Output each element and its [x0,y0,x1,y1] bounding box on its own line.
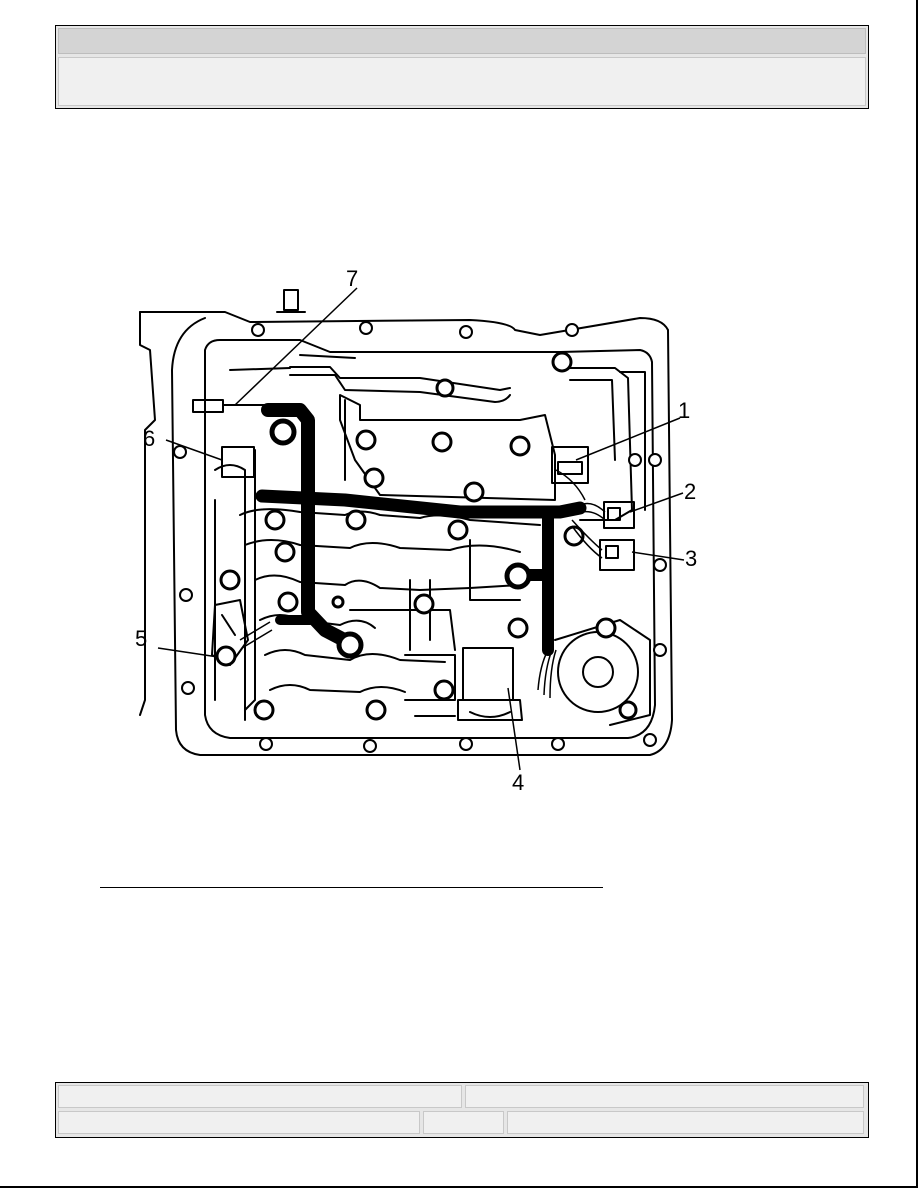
footer-cell-bottom-middle [423,1111,504,1134]
callout-5: 5 [135,626,148,651]
callout-2: 2 [684,479,697,504]
header-body [58,57,866,106]
header-title-bar [58,28,866,54]
page-header [55,25,869,109]
callout-1: 1 [678,398,691,423]
footer-cell-top-right [465,1085,864,1108]
valve-body-illustration [139,287,685,771]
callout-4: 4 [512,770,525,795]
footer-cell-bottom-left [58,1111,420,1134]
section-divider [100,887,603,888]
callout-7: 7 [346,266,359,291]
callout-6: 6 [143,426,156,451]
callout-3: 3 [685,546,698,571]
footer-cell-bottom-right [507,1111,864,1134]
page-footer [55,1082,869,1138]
footer-cell-top-left [58,1085,462,1108]
